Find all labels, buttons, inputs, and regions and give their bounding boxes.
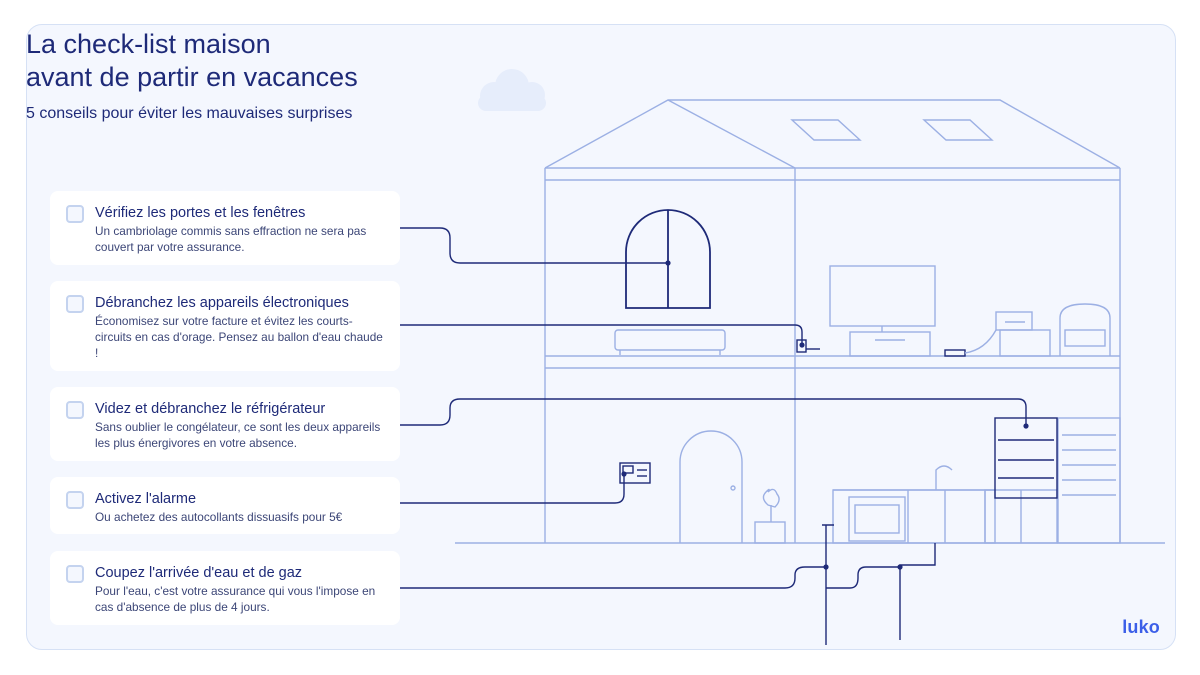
tip-card-fridge: Videz et débranchez le réfrigérateur San…	[50, 387, 400, 461]
tip-description: Sans oublier le congélateur, ce sont les…	[95, 420, 381, 450]
tip-title: Vérifiez les portes et les fenêtres	[95, 205, 306, 221]
tip-title: Débranchez les appareils électroniques	[95, 295, 349, 311]
television	[829, 265, 936, 357]
tip-description: Ou achetez des autocollants dissuasifs p…	[95, 510, 343, 524]
tip-card-doors-windows: Vérifiez les portes et les fenêtres Un c…	[50, 191, 400, 265]
armchair	[1059, 303, 1111, 356]
checkbox-icon[interactable]	[66, 491, 84, 509]
printer	[944, 311, 1051, 357]
tip-title: Videz et débranchez le réfrigérateur	[95, 401, 326, 417]
tip-description: Un cambriolage commis sans effraction ne…	[95, 224, 367, 254]
roof	[544, 99, 1121, 181]
freezer	[994, 417, 1058, 499]
water-gas-pipes	[822, 524, 936, 640]
checkbox-icon[interactable]	[66, 205, 84, 223]
checkbox-icon[interactable]	[66, 565, 84, 583]
connector-lines	[400, 227, 1027, 645]
page-subtitle: 5 conseils pour éviter les mauvaises sur…	[26, 105, 353, 122]
tip-card-water-gas: Coupez l'arrivée d'eau et de gaz Pour l'…	[50, 551, 400, 625]
arched-window	[625, 209, 711, 309]
refrigerator	[1057, 417, 1121, 544]
tip-title: Coupez l'arrivée d'eau et de gaz	[95, 565, 303, 581]
potted-plant	[754, 488, 786, 544]
alarm-panel	[619, 462, 651, 484]
luko-logo: luko	[1122, 617, 1160, 637]
cloud	[478, 69, 546, 111]
tip-card-electronics: Débranchez les appareils électroniques É…	[50, 281, 400, 371]
tip-description: Pour l'eau, c'est votre assurance qui vo…	[95, 584, 376, 614]
page-title: La check-list maison avant de partir en …	[26, 28, 358, 94]
checkbox-icon[interactable]	[66, 295, 84, 313]
connector-dots	[621, 260, 1029, 570]
title-line-2: avant de partir en vacances	[26, 62, 358, 92]
sofa	[614, 329, 726, 355]
title-line-1: La check-list maison	[26, 29, 271, 59]
tip-description: Économisez sur votre facture et évitez l…	[95, 314, 383, 360]
tip-card-alarm: Activez l'alarme Ou achetez des autocoll…	[50, 477, 400, 534]
checkbox-icon[interactable]	[66, 401, 84, 419]
front-door	[679, 430, 743, 543]
kitchen-units	[832, 465, 1058, 544]
tip-title: Activez l'alarme	[95, 491, 197, 507]
